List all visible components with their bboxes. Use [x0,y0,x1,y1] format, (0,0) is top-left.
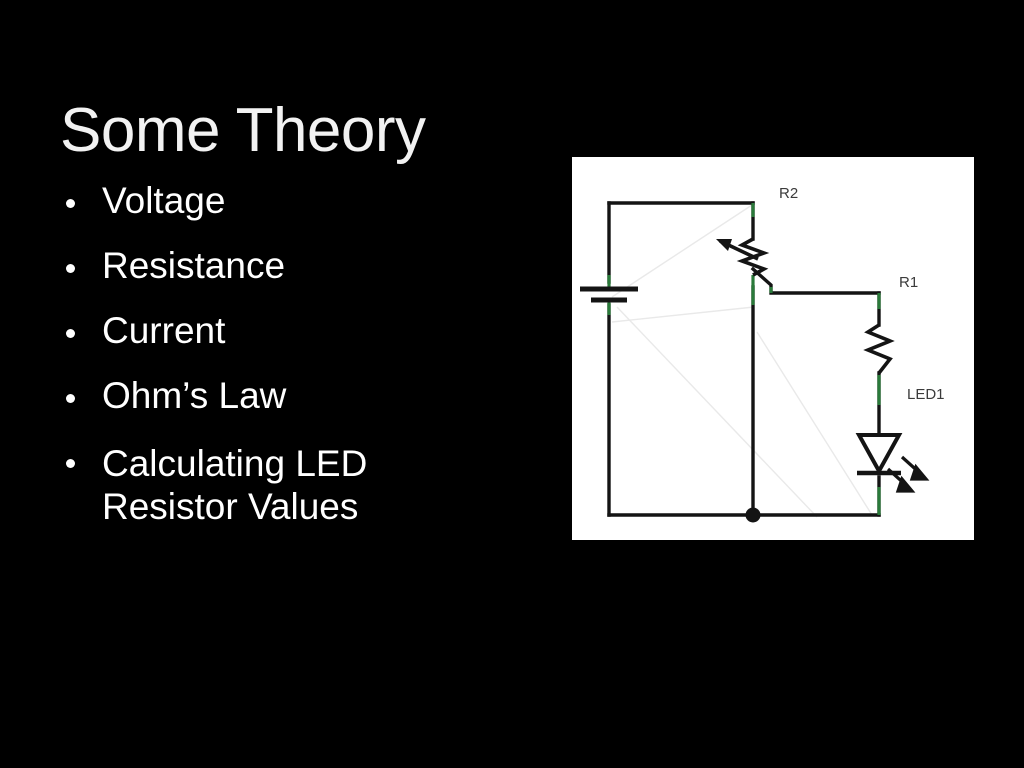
battery-symbol [580,286,638,303]
potentiometer-r2-symbol [716,237,770,277]
list-item: Resistance [58,247,538,284]
led-symbol [855,433,930,493]
bullet-marker-icon [66,394,75,404]
component-label-r1: R1 [899,274,918,291]
bullet-marker-icon [66,459,75,469]
bullet-label: Current [102,310,226,351]
component-label-r2: R2 [779,185,798,202]
circuit-background [572,157,974,540]
bullet-label: Voltage [102,180,226,221]
resistor-r1-symbol [863,323,895,375]
bullet-list: Voltage Resistance Current Ohm’s Law Cal… [58,182,538,557]
component-label-led1: LED1 [907,386,945,403]
list-item: Ohm’s Law [58,377,538,414]
bullet-label: Ohm’s Law [102,375,287,416]
list-item: Current [58,312,538,349]
page-title: Some Theory [60,95,426,165]
connection-nodes [607,203,881,515]
circuit-schematic: R2 R1 LED1 [572,157,974,540]
bullet-marker-icon [66,199,75,209]
circuit-diagram-image: R2 R1 LED1 [572,157,974,540]
list-item: Calculating LED Resistor Values [58,442,538,529]
bullet-marker-icon [66,264,75,274]
list-item: Voltage [58,182,538,219]
bullet-label: Calculating LED Resistor Values [102,443,368,528]
junction-dot [745,507,761,523]
bullet-marker-icon [66,329,75,339]
bullet-label: Resistance [102,245,286,286]
